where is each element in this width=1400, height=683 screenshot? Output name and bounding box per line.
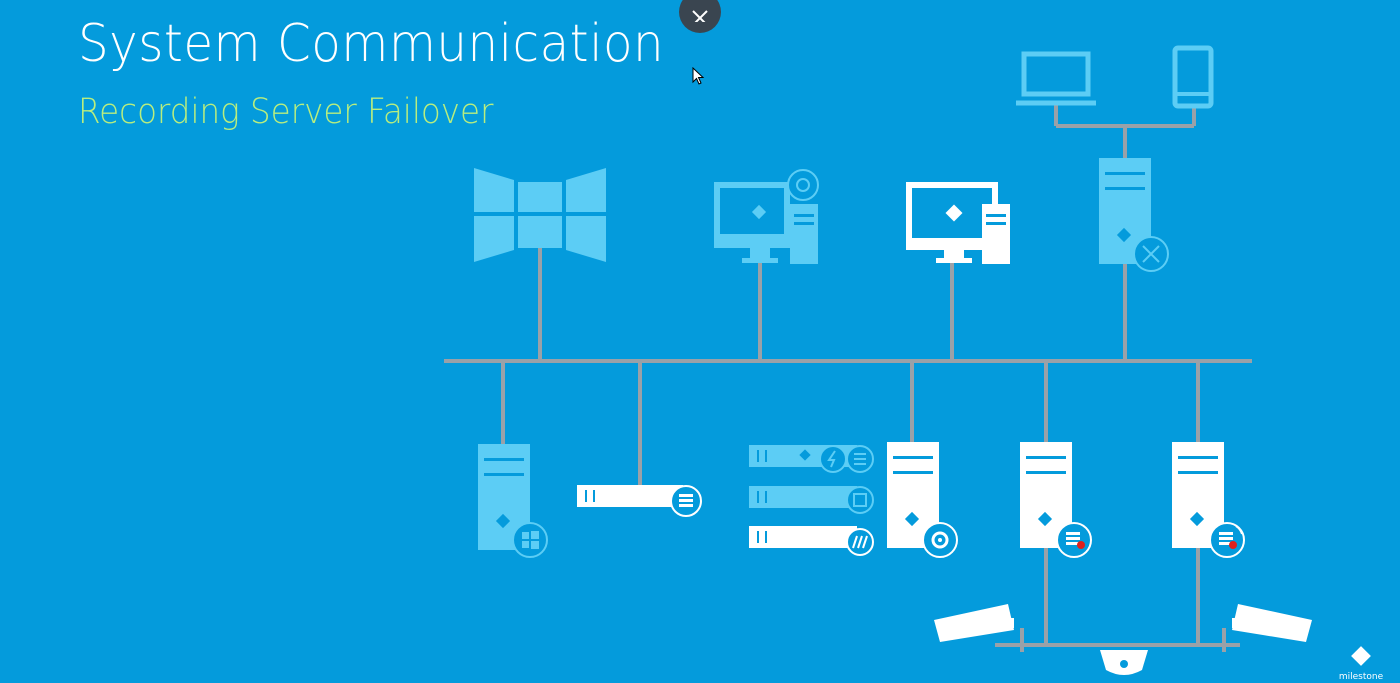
event-server-rack-icon [749, 445, 874, 473]
logo-text: milestone [1338, 672, 1384, 682]
arrows-cross-icon [1142, 245, 1160, 263]
management-client-workstation-icon [714, 169, 819, 264]
active-directory-server-icon [478, 444, 548, 558]
sql-database-server-icon [577, 485, 702, 517]
recording-dot-icon [1077, 541, 1085, 549]
close-button[interactable] [679, 0, 721, 33]
recording-dot-icon [1229, 541, 1237, 549]
milestone-diamond-icon [1351, 646, 1371, 666]
slide-title: System Communication [78, 14, 665, 74]
gear-icon [931, 531, 949, 549]
log-server-rack-icon [749, 486, 874, 514]
failover-arrow-icon [1235, 525, 1243, 535]
connector-lines [444, 104, 1252, 652]
lightning-icon [827, 450, 836, 468]
smart-client-workstation-icon [906, 182, 1010, 264]
recording-server-icon [1020, 442, 1092, 558]
windows-small-icon [522, 531, 539, 549]
recording-database-icon [1219, 532, 1233, 545]
failover-recording-server-icon [1172, 442, 1245, 558]
recording-database-icon [1066, 532, 1080, 545]
camera-right-icon [1232, 604, 1312, 642]
milestone-logo: milestone [1336, 645, 1386, 682]
gear-icon [796, 178, 810, 192]
database-icon [854, 453, 866, 465]
laptop-icon [1016, 51, 1096, 106]
dome-camera-icon [1100, 650, 1148, 675]
mobile-server-icon [1099, 158, 1169, 272]
management-rack-icon [749, 526, 874, 556]
stripes-icon [852, 535, 868, 549]
management-server-icon [887, 442, 958, 558]
document-icon [853, 493, 867, 507]
windows-logo-icon [474, 168, 606, 262]
mouse-pointer-icon [692, 67, 705, 85]
camera-left-icon [934, 604, 1014, 642]
database-icon [679, 494, 693, 507]
slide-subtitle: Recording Server Failover [78, 92, 494, 132]
mobile-phone-icon [1172, 45, 1214, 109]
close-icon [692, 10, 708, 22]
